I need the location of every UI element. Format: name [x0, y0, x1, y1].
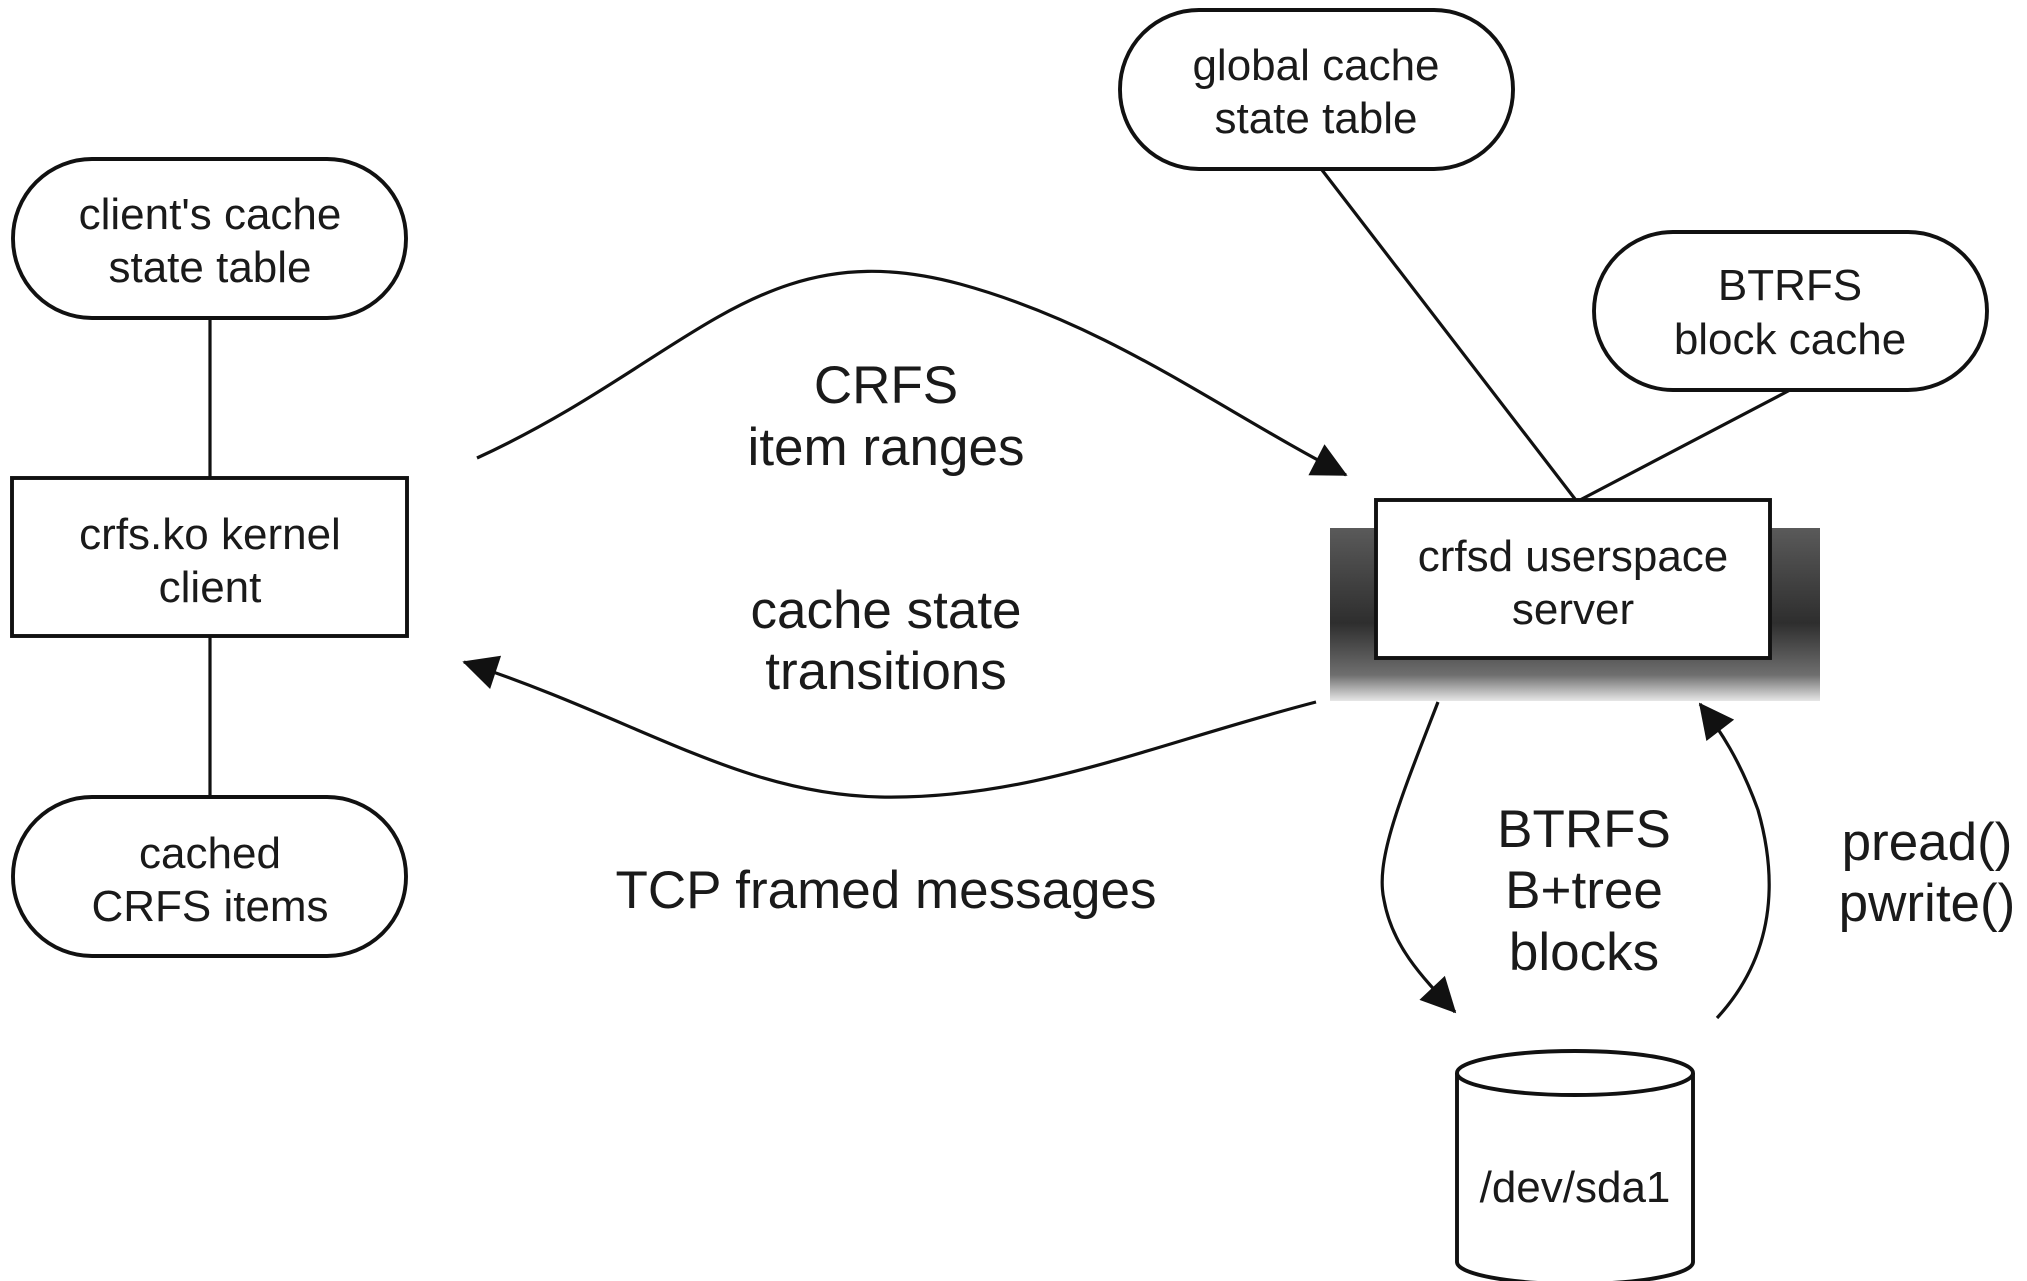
userspace-server-label-line-1: crfsd userspace	[1418, 532, 1729, 581]
disk-label: /dev/sda1	[1480, 1163, 1671, 1212]
io-calls-label-line-1: pread()	[1842, 813, 2013, 872]
btrfs-block-cache-label-line-2: block cache	[1674, 315, 1906, 364]
global-cache-state-table-node: global cache state table	[1118, 8, 1515, 171]
cached-crfs-items-node: cached CRFS items	[11, 795, 408, 958]
kernel-client-label-line-2: client	[159, 563, 262, 612]
kernel-client-node: crfs.ko kernel client	[10, 476, 409, 638]
global-cache-state-table-label-line-1: global cache	[1192, 41, 1439, 90]
item-ranges-arrow	[476, 269, 1348, 477]
cached-crfs-items-label-line-1: cached	[139, 829, 281, 878]
item-ranges-label-line-2: item ranges	[748, 418, 1025, 477]
btrfs-block-cache-node: BTRFS block cache	[1592, 230, 1989, 392]
state-transitions-label-line-1: cache state	[750, 581, 1021, 640]
client-cache-state-table-node: client's cache state table	[11, 157, 408, 320]
io-calls-arrow	[1698, 702, 1771, 1020]
userspace-server-label-line-2: server	[1512, 585, 1634, 634]
btrfs-block-cache-label-line-1: BTRFS	[1718, 261, 1862, 310]
userspace-server-node: crfsd userspace server	[1330, 498, 1820, 701]
btrfs-cache-to-server-line	[1579, 388, 1791, 502]
btree-blocks-label-line-2: B+tree	[1505, 861, 1663, 920]
client-cache-state-table-label-line-1: client's cache	[79, 190, 342, 239]
global-cache-state-table-label-line-2: state table	[1214, 94, 1417, 143]
client-cache-state-table-label-line-2: state table	[108, 243, 311, 292]
item-ranges-label-line-1: CRFS	[814, 356, 958, 415]
btree-blocks-label-line-1: BTRFS	[1497, 800, 1671, 859]
kernel-client-label-line-1: crfs.ko kernel	[79, 510, 341, 559]
disk-node: /dev/sda1	[1455, 1049, 1695, 1281]
state-transitions-label-line-2: transitions	[765, 642, 1007, 701]
tcp-framed-messages-label: TCP framed messages	[616, 861, 1157, 920]
io-calls-label-line-2: pwrite()	[1839, 874, 2016, 933]
cached-crfs-items-label-line-2: CRFS items	[91, 882, 328, 931]
btree-blocks-arrow	[1380, 701, 1457, 1014]
btree-blocks-label-line-3: blocks	[1509, 923, 1659, 982]
global-state-to-server-line	[1320, 169, 1577, 500]
state-transitions-arrow	[462, 655, 1317, 799]
